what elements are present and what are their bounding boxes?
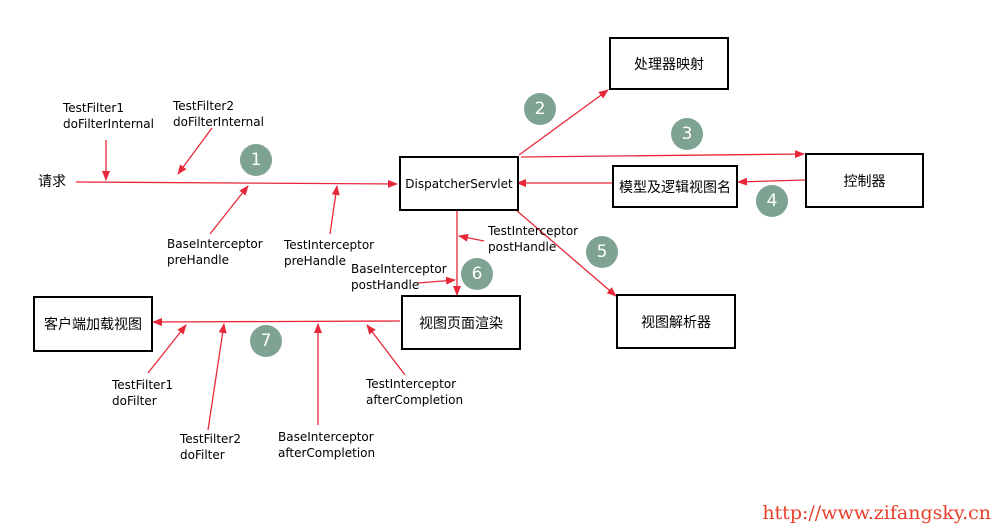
- model-view-label: 模型及逻辑视图名: [619, 179, 731, 196]
- step-2-circle: 2: [524, 93, 556, 125]
- to-controller-arrow: [520, 150, 805, 159]
- view-render-box: 视图页面渲染: [401, 295, 521, 350]
- controller-to-model-arrow: [737, 177, 806, 186]
- request-arrow: [75, 179, 398, 188]
- view-render-label: 视图页面渲染: [419, 315, 503, 332]
- step-4-circle: 4: [756, 185, 788, 217]
- step-6-circle: 6: [461, 258, 493, 290]
- dispatcher-servlet-label: DispatcherServlet: [405, 176, 513, 191]
- model-view-box: 模型及逻辑视图名: [612, 165, 738, 208]
- step-3-circle: 3: [671, 118, 703, 150]
- to-handler-mapping-arrow: [518, 89, 609, 156]
- step-7-circle: 7: [250, 325, 282, 357]
- step-1-circle: 1: [240, 144, 272, 176]
- client-load-label: 客户端加载视图: [44, 317, 142, 333]
- request-label: 请求: [38, 174, 66, 190]
- watermark-url: http://www.zifangsky.cn: [762, 502, 991, 524]
- controller-label: 控制器: [843, 173, 886, 190]
- to-view-resolver-arrow: [515, 209, 617, 297]
- view-resolver-box: 视图解析器: [616, 294, 736, 349]
- view-resolver-label: 视图解析器: [641, 314, 711, 331]
- dispatcher-servlet-box: DispatcherServlet: [399, 156, 519, 211]
- controller-box: 控制器: [805, 153, 924, 208]
- to-client-arrow: [152, 317, 401, 326]
- handler-mapping-label: 处理器映射: [634, 56, 704, 73]
- step-5-circle: 5: [586, 236, 618, 268]
- handler-mapping-box: 处理器映射: [609, 37, 729, 90]
- client-load-box: 客户端加载视图: [33, 296, 153, 352]
